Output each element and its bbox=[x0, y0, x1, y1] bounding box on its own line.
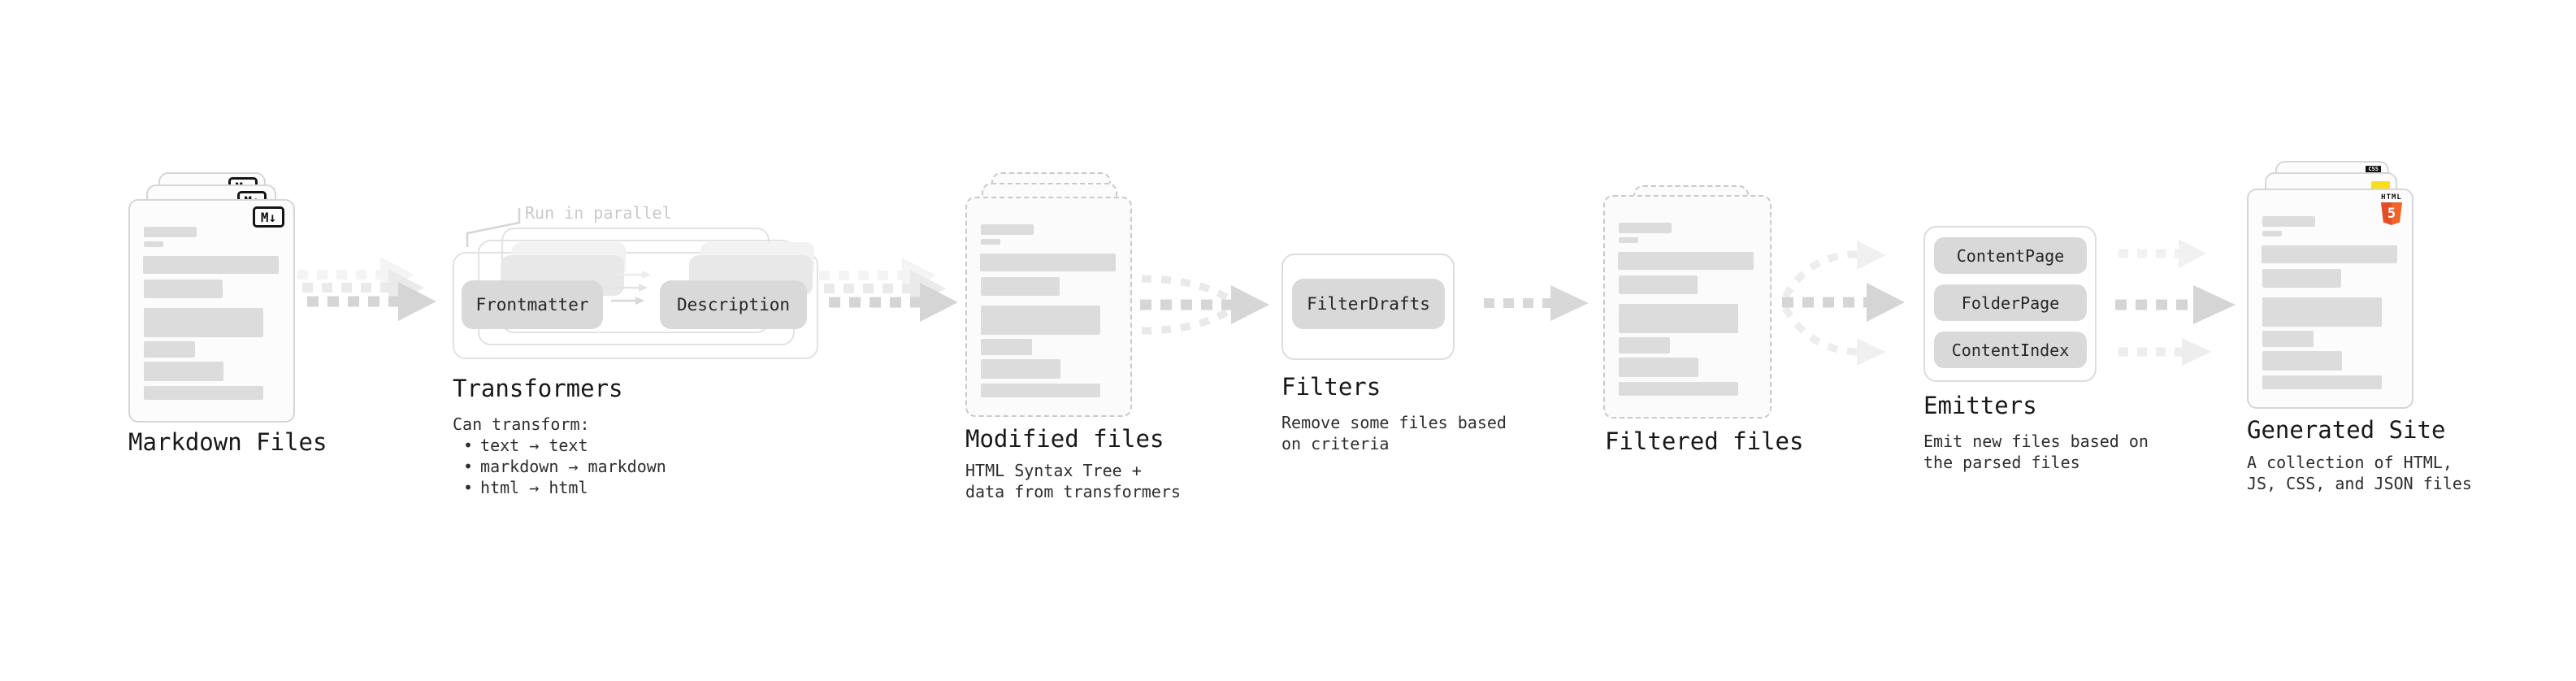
content-line bbox=[1619, 304, 1738, 333]
bullet-icon: • bbox=[463, 478, 474, 497]
generated-site-caption: A collection of HTML, JS, CSS, and JSON … bbox=[2247, 453, 2472, 493]
bullet-icon: • bbox=[463, 457, 474, 476]
transformer-chip-frontmatter: Frontmatter bbox=[462, 280, 603, 329]
content-line bbox=[1619, 337, 1670, 354]
filters-caption: Remove some files based on criteria bbox=[1281, 413, 1507, 453]
content-line bbox=[1619, 237, 1638, 243]
content-line bbox=[980, 254, 1116, 271]
content-line bbox=[2262, 269, 2341, 288]
generated-site-label: Generated Site bbox=[2247, 416, 2446, 444]
content-line bbox=[981, 239, 1000, 245]
content-line bbox=[1619, 275, 1698, 294]
content-line bbox=[2262, 216, 2315, 227]
emitter-chip-folderpage: FolderPage bbox=[1934, 284, 2087, 321]
emitters-label: Emitters bbox=[1923, 392, 2037, 419]
filters-label: Filters bbox=[1281, 373, 1381, 401]
filtered-files-label: Filtered files bbox=[1605, 427, 1804, 455]
parallel-note: Run in parallel bbox=[525, 203, 672, 223]
transformer-inner-arrows bbox=[611, 271, 651, 305]
content-line bbox=[1619, 358, 1698, 377]
transformer-group-front bbox=[453, 252, 818, 359]
flow-arrow-emitters-to-site bbox=[2115, 239, 2236, 366]
modified-file-card-front bbox=[965, 197, 1132, 417]
filtered-file-card-front bbox=[1603, 195, 1772, 419]
modified-files-label: Modified files bbox=[965, 425, 1164, 453]
content-line bbox=[144, 308, 263, 337]
content-line bbox=[981, 277, 1060, 296]
content-line bbox=[2262, 351, 2342, 371]
markdown-file-card-front: M↓ bbox=[128, 199, 295, 423]
content-line bbox=[144, 362, 223, 381]
content-line bbox=[1619, 382, 1738, 396]
flow-arrow-markdown-to-transformers bbox=[297, 257, 436, 321]
flow-arrow-transformers-to-modified bbox=[819, 258, 958, 322]
parallel-note-connector bbox=[466, 208, 521, 247]
content-line bbox=[981, 224, 1034, 235]
flow-arrow-filters-to-filtered bbox=[1484, 285, 1589, 321]
emitter-chip-contentindex: ContentIndex bbox=[1934, 332, 2087, 368]
content-line bbox=[981, 359, 1060, 379]
content-line bbox=[144, 386, 263, 400]
flow-arrow-modified-to-filters bbox=[1140, 275, 1269, 335]
modified-files-caption: HTML Syntax Tree + data from transformer… bbox=[965, 461, 1181, 501]
emitters-caption: Emit new files based on the parsed files bbox=[1923, 432, 2149, 472]
content-line bbox=[1619, 223, 1672, 233]
filter-chip-filterdrafts: FilterDrafts bbox=[1292, 279, 1445, 329]
emitter-chip-contentpage: ContentPage bbox=[1934, 237, 2087, 274]
content-line bbox=[144, 280, 223, 298]
content-line bbox=[981, 306, 1100, 335]
flow-arrow-filtered-to-emitters bbox=[1782, 241, 1905, 366]
transformers-label: Transformers bbox=[453, 375, 623, 402]
content-line bbox=[143, 256, 279, 274]
html5-icon: HTML 5 bbox=[2381, 194, 2402, 225]
content-line bbox=[144, 227, 197, 237]
content-line bbox=[2262, 375, 2382, 389]
content-line bbox=[144, 241, 163, 247]
markdown-files-label: Markdown Files bbox=[128, 428, 327, 456]
site-file-card-html: HTML 5 bbox=[2247, 189, 2413, 409]
content-line bbox=[1618, 252, 1754, 270]
bullet-icon: • bbox=[463, 436, 474, 455]
transformer-chip-description: Description bbox=[660, 280, 807, 329]
content-line bbox=[2262, 245, 2397, 263]
content-line bbox=[144, 341, 195, 358]
content-line bbox=[2262, 231, 2282, 236]
content-line bbox=[981, 384, 1100, 397]
markdown-icon: M↓ bbox=[253, 206, 284, 228]
transformers-caption: Can transform: •text → text •markdown → … bbox=[453, 414, 666, 497]
content-line bbox=[2262, 297, 2382, 327]
content-line bbox=[2262, 331, 2314, 347]
content-line bbox=[981, 339, 1032, 355]
